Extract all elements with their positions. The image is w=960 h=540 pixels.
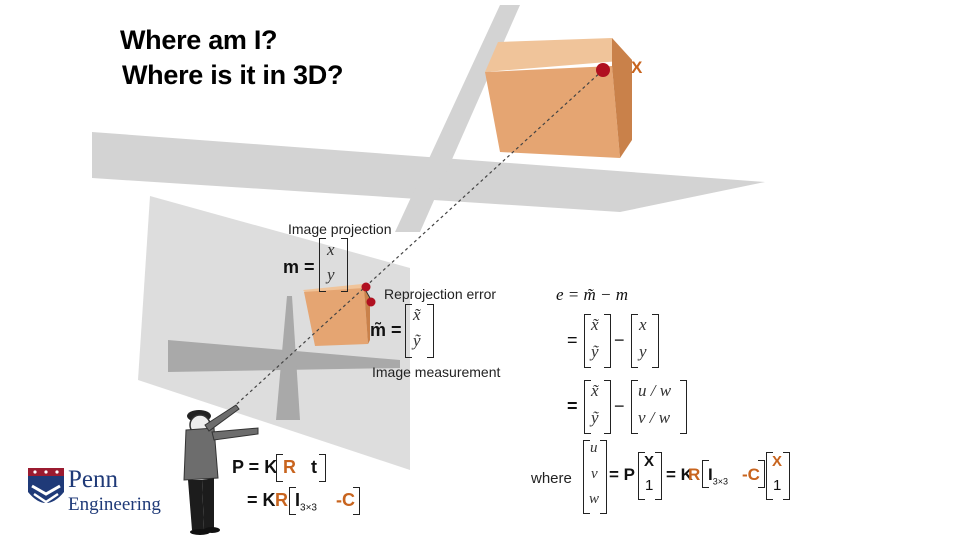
row2-a-bracket-right xyxy=(604,380,611,434)
vecX-1: 1 xyxy=(645,477,654,494)
point-measurement xyxy=(366,297,376,307)
m-symbol: m = xyxy=(283,257,315,277)
row2-b-u-over-w: u / w xyxy=(638,381,672,400)
reprojection-error-label: Reprojection error xyxy=(384,286,497,302)
row2-a-y: ỹ xyxy=(591,408,599,427)
m-entry-x: x xyxy=(327,240,335,259)
vecX2-1: 1 xyxy=(773,477,782,494)
mtilde-entry-y: ỹ xyxy=(413,331,421,350)
penn-shield-icon xyxy=(28,468,64,504)
row1-b-bracket-left xyxy=(631,314,638,368)
p2-C: -C xyxy=(336,490,355,510)
where-eq-P: = P xyxy=(609,465,635,484)
box-3d-top xyxy=(485,38,632,72)
vecX-bracket-right xyxy=(655,452,662,500)
row1-b-x: x xyxy=(639,315,647,334)
image-plane xyxy=(138,196,410,470)
vecX2-bracket-left xyxy=(766,452,773,500)
row1-b-y: y xyxy=(639,342,647,361)
vecX2-bracket-right xyxy=(783,452,790,500)
mtilde-entry-x: x̃ xyxy=(413,305,421,324)
uvw-w: w xyxy=(589,491,600,507)
image-measurement-label: Image measurement xyxy=(372,364,501,380)
vecX-bracket-left xyxy=(638,452,645,500)
row2-minus: − xyxy=(614,396,625,416)
p2-bracket-left xyxy=(289,487,296,515)
box-3d-side xyxy=(612,38,632,158)
p-t: t xyxy=(311,457,317,477)
row2-equals: = xyxy=(567,396,578,416)
row2-b-v-over-w: v / w xyxy=(638,408,671,427)
row1-b-bracket-right xyxy=(652,314,659,368)
where-I: I3×3 xyxy=(708,465,729,487)
p-bracket-left xyxy=(276,454,283,482)
p2-bracket-right xyxy=(353,487,360,515)
uvw-bracket-right xyxy=(600,440,607,514)
m-vector-bracket-right xyxy=(341,238,348,292)
mtilde-bracket-left xyxy=(405,304,412,358)
row1-a-x: x̃ xyxy=(591,315,599,334)
row1-a-y: ỹ xyxy=(591,342,599,361)
image-projection-label: Image projection xyxy=(288,221,392,237)
person-figure xyxy=(183,404,259,535)
p2-I: I3×3 xyxy=(295,490,317,514)
image-box-front xyxy=(304,288,368,346)
where-bracket-left xyxy=(702,460,709,488)
row1-equals: = xyxy=(567,330,578,350)
uvw-v: v xyxy=(591,466,598,482)
row2-a-x: x̃ xyxy=(591,381,599,400)
vecX-X: X xyxy=(644,453,655,470)
m-entry-y: y xyxy=(327,265,335,284)
where-R: R xyxy=(688,465,701,484)
projection-ray xyxy=(227,69,604,413)
point-projection xyxy=(361,282,371,292)
point-x-label: X xyxy=(631,58,643,77)
p-equation-lhs: P = K xyxy=(232,457,278,477)
p-R: R xyxy=(283,457,296,477)
mtilde-symbol: m̃ = xyxy=(370,320,402,340)
mtilde-bracket-right xyxy=(427,304,434,358)
title-line-1: Where am I? xyxy=(120,25,278,55)
where-C: -C xyxy=(742,465,760,484)
row2-b-bracket-left xyxy=(631,380,638,434)
box-3d-front xyxy=(485,66,620,158)
row1-a-bracket-right xyxy=(604,314,611,368)
logo-engineering: Engineering xyxy=(68,494,161,515)
m-vector-bracket-left xyxy=(319,238,326,292)
error-equation: e = m̃ − m xyxy=(556,285,629,304)
row2-a-bracket-left xyxy=(584,380,591,434)
point-x-3d xyxy=(596,63,610,77)
p2-lhs: = K xyxy=(247,490,276,510)
row1-a-bracket-left xyxy=(584,314,591,368)
p2-R: R xyxy=(275,490,288,510)
ground-plane-bar-diagonal xyxy=(395,5,520,232)
p-bracket-right xyxy=(319,454,326,482)
where-eq-K: = K xyxy=(666,465,693,484)
row1-minus: − xyxy=(614,330,625,350)
logo-penn: Penn xyxy=(68,466,118,493)
vecX2-X: X xyxy=(772,453,783,470)
where-bracket-right xyxy=(758,460,765,488)
title-line-2: Where is it in 3D? xyxy=(122,60,344,90)
reprojection-error-arrow xyxy=(365,290,371,299)
uvw-u: u xyxy=(590,440,598,456)
row2-b-bracket-right xyxy=(680,380,687,434)
uvw-bracket-left xyxy=(583,440,590,514)
where-label: where xyxy=(531,470,572,487)
